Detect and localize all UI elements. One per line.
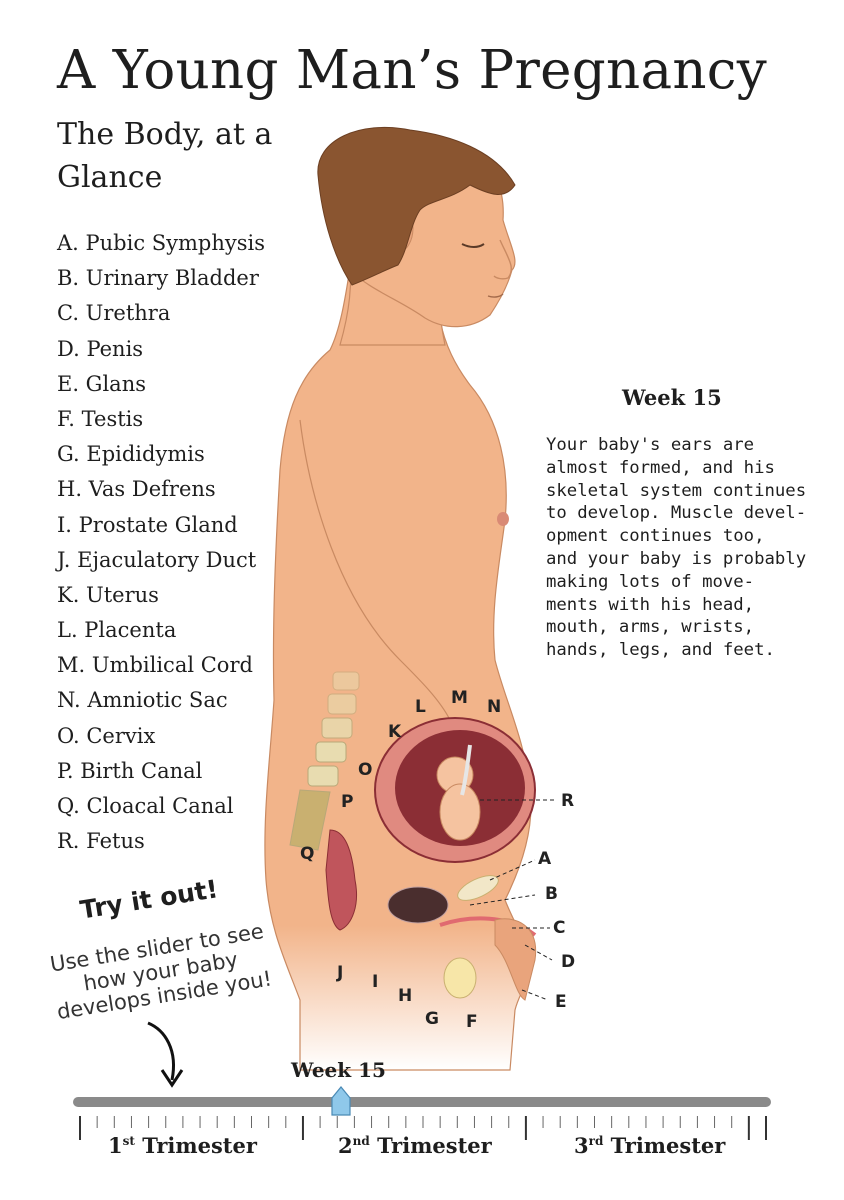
slider-ticks [79,1116,767,1140]
legend-item: F. Testis [57,406,144,431]
label-M: M [451,688,468,708]
arrow-icon [147,1021,175,1081]
trimester-1-label: 1st Trimester [108,1133,257,1158]
label-G: G [425,1009,439,1029]
week-title: Week 15 [622,385,722,410]
testis [443,957,477,999]
legend-item: L. Placenta [57,618,177,643]
label-R: R [561,791,574,811]
legend-item: A. Pubic Symphysis [57,231,266,255]
trimester-2-label: 2nd Trimester [338,1133,492,1158]
label-E: E [555,992,567,1012]
slider-week-label: Week 15 [291,1058,386,1082]
legend-item: G. Epididymis [57,442,205,467]
legend-item: B. Urinary Bladder [57,266,259,291]
label-O: O [358,760,372,780]
legend-item: I. Prostate Gland [57,512,238,537]
label-P: P [341,792,353,812]
legend-item: H. Vas Defrens [57,477,216,502]
legend-item: E. Glans [57,371,146,396]
label-N: N [487,697,501,717]
penis [494,918,537,1001]
label-K: K [388,722,402,742]
nose [493,239,512,280]
nipple [497,512,509,526]
label-A: A [538,849,552,869]
slider-handle[interactable] [331,1086,351,1116]
legend-item: C. Urethra [57,301,171,326]
label-I: I [372,972,378,992]
legend-item: Q. Cloacal Canal [57,794,234,818]
legend-item: J. Ejaculatory Duct [57,547,257,572]
pubic-symphysis [457,875,499,901]
label-J: J [336,963,343,983]
eye [461,243,485,248]
label-Q: Q [300,844,314,864]
legend-item: R. Fetus [57,829,145,854]
legend-item: D. Penis [57,336,144,361]
anatomy-legend: A. Pubic Symphysis B. Urinary Bladder C.… [57,228,265,861]
legend-item: K. Uterus [57,582,159,607]
trimester-3-label: 3rd Trimester [574,1133,726,1158]
cloacal-canal [325,829,357,931]
label-B: B [545,884,558,904]
week-description: Your baby's ears are almost formed, and … [546,435,807,661]
urinary-bladder [387,886,449,924]
page-title: A Young Man’s Pregnancy [57,40,768,101]
legend-item: M. Umbilical Cord [57,653,253,678]
label-H: H [398,986,412,1006]
slider-track[interactable] [73,1097,771,1107]
label-L: L [415,697,426,717]
legend-item: P. Birth Canal [57,758,203,783]
label-F: F [466,1012,478,1032]
arm-outline [299,419,451,721]
page-subtitle: The Body, at a Glance [57,117,273,195]
hair [317,126,516,286]
umbilical-cord [460,744,472,796]
body-silhouette [264,267,532,1071]
legend-item: O. Cervix [57,723,156,748]
mouth [487,293,504,298]
arrow-head-icon [160,1069,184,1088]
spine [289,671,360,851]
legend-item: N. Amniotic Sac [57,688,228,713]
label-C: C [553,918,565,938]
label-D: D [561,952,575,972]
diagram-labels [469,799,555,1001]
